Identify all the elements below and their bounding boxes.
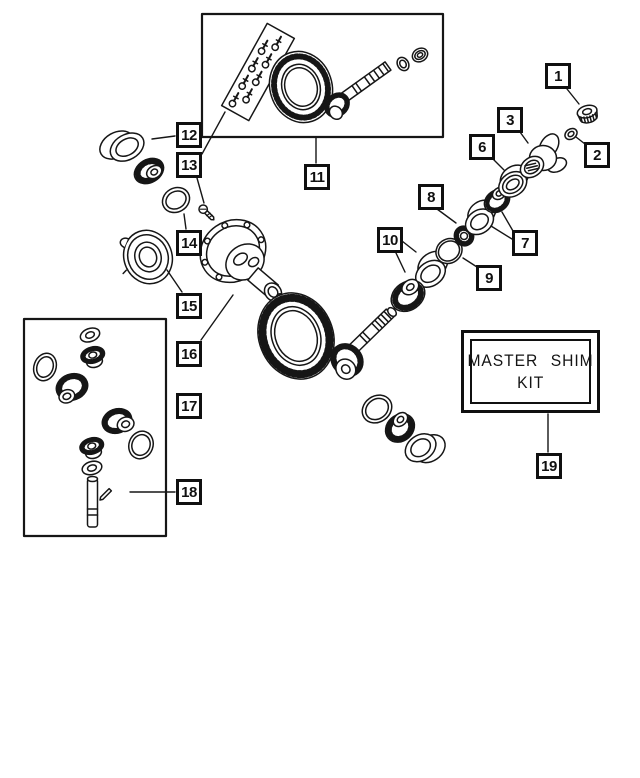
ring-gear-main [257, 292, 335, 380]
callout-box-13: 13 [176, 152, 202, 178]
ring-gear-pinion-kit-box [200, 12, 445, 139]
callout-box-8: 8 [418, 184, 444, 210]
callout-box-7: 7 [512, 230, 538, 256]
leader-line-7b [490, 225, 513, 240]
side-gear-left [55, 372, 89, 404]
leader-line-13a [201, 111, 226, 155]
pinion-shim-oval [435, 237, 463, 265]
pinion-yoke [519, 133, 568, 179]
leader-line-9 [462, 257, 478, 268]
leader-lines [129, 88, 586, 493]
callout-box-6: 6 [469, 134, 495, 160]
yoke-washer [564, 127, 578, 141]
callout-box-18: 18 [176, 479, 202, 505]
thrust-washer-bottom [81, 460, 103, 476]
side-gear-washer-left [32, 352, 58, 382]
side-gear-right [101, 407, 135, 435]
master-shim-kit-box: MASTER SHIM KIT [461, 330, 600, 413]
lower-bearing-cup [404, 433, 446, 464]
callout-box-14: 14 [176, 230, 202, 256]
ring-gear-kit-art [268, 50, 334, 124]
callout-box-1: 1 [545, 63, 571, 89]
thrust-washer-top [79, 327, 101, 343]
diff-bearing-shim [161, 186, 191, 214]
side-gear-washer-right [127, 430, 155, 460]
ring-gear-bolt [198, 204, 215, 221]
callout-box-11: 11 [304, 164, 330, 190]
callout-box-17: 17 [176, 393, 202, 419]
pinion-seal [498, 164, 529, 198]
leader-line-14 [183, 213, 187, 230]
pinion-shaft-main [330, 306, 398, 380]
ring-gear-bolt-strip [220, 22, 296, 122]
leader-line-8 [436, 208, 457, 224]
callout-box-12: 12 [176, 122, 202, 148]
leader-line-7a [501, 211, 514, 232]
callout-box-16: 16 [176, 341, 202, 367]
leader-line-16 [200, 294, 234, 341]
diff-bearing-cup [99, 130, 145, 162]
roll-pin [99, 487, 113, 501]
cross-shaft [86, 475, 99, 528]
pinion-gear-bottom [79, 436, 105, 460]
lower-bearing-cone [384, 411, 416, 443]
leader-line-2 [575, 136, 586, 145]
leader-line-15 [166, 269, 183, 293]
pinion-nut [576, 104, 598, 124]
pinion-gear-top [80, 345, 106, 369]
lower-bearing-shim [361, 394, 393, 424]
diff-bearing-cone [133, 157, 165, 185]
leader-line-10b [395, 252, 406, 273]
rear-pinion-bearing-cone [390, 278, 426, 313]
callout-box-15: 15 [176, 293, 202, 319]
tone-ring [119, 229, 174, 285]
master-shim-kit-line1: MASTER SHIM [467, 350, 594, 370]
leader-line-6 [492, 158, 505, 171]
leader-line-10a [401, 240, 417, 253]
differential-case [199, 218, 287, 305]
diff-internals-box [22, 317, 168, 538]
callout-box-2: 2 [584, 142, 610, 168]
callout-box-19: 19 [536, 453, 562, 479]
callout-box-10: 10 [377, 227, 403, 253]
master-shim-kit-line2: KIT [516, 372, 545, 392]
pinion-kit-art [324, 47, 429, 121]
master-shim-kit-inner-frame: MASTER SHIM KIT [467, 339, 594, 404]
leader-line-1 [566, 88, 580, 105]
callout-box-9: 9 [476, 265, 502, 291]
leader-line-12 [151, 135, 176, 140]
callout-box-3: 3 [497, 107, 523, 133]
leader-line-3 [519, 131, 529, 144]
leader-line-13b [196, 177, 205, 204]
